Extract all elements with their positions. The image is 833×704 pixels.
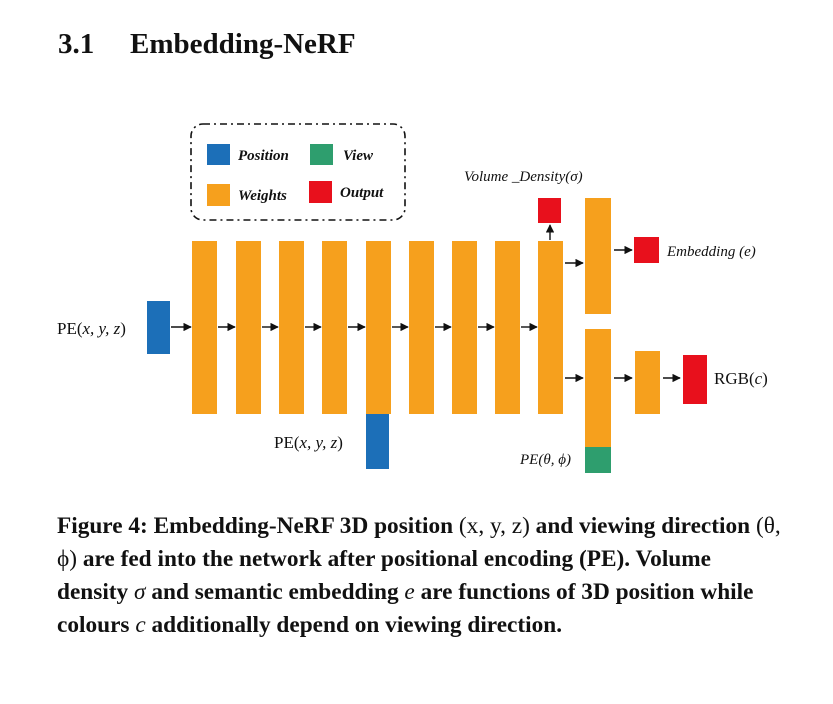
input-pe-label: PE(x, y, z) <box>57 319 126 338</box>
legend: Position View Weights Output <box>190 123 406 221</box>
skip-pe-label: PE(x, y, z) <box>274 433 343 452</box>
legend-swatch-output <box>309 181 332 203</box>
mlp-layer-9 <box>538 241 563 414</box>
mlp-layer-4 <box>322 241 347 414</box>
mlp-layer-6 <box>409 241 434 414</box>
mlp-layer-1 <box>192 241 217 414</box>
section-heading: 3.1 Embedding-NeRF <box>58 28 356 61</box>
mlp-layer-8 <box>495 241 520 414</box>
mlp-layer-5 <box>366 241 391 414</box>
legend-label-output: Output <box>340 185 384 201</box>
legend-label-weights: Weights <box>238 188 287 204</box>
color-hidden-layer <box>635 351 660 414</box>
view-pe-label: PE(θ, ϕ) <box>519 452 571 468</box>
embedding-branch-layer <box>585 198 611 314</box>
network-diagram: Position View Weights Output PE(x, y, z)… <box>57 123 768 473</box>
legend-border <box>190 123 406 221</box>
legend-label-view: View <box>343 148 374 164</box>
mlp-layer-7 <box>452 241 477 414</box>
embedding-label: Embedding (e) <box>666 244 756 260</box>
legend-swatch-view <box>310 144 333 165</box>
mlp-layer-2 <box>236 241 261 414</box>
mlp-layers <box>192 241 563 414</box>
color-branch-layer <box>585 329 611 447</box>
skip-position-block <box>366 414 389 469</box>
legend-swatch-position <box>207 144 230 165</box>
legend-label-position: Position <box>238 148 289 164</box>
mlp-layer-3 <box>279 241 304 414</box>
input-position-block <box>147 301 170 354</box>
view-direction-block <box>585 447 611 473</box>
embedding-output-block <box>634 237 659 263</box>
section-title: Embedding-NeRF <box>130 28 356 60</box>
figure-caption: Figure 4: Embedding-NeRF 3D position (x,… <box>57 513 781 638</box>
legend-swatch-weights <box>207 184 230 206</box>
rgb-output-block <box>683 355 707 404</box>
volume-density-label: Volume _Density(σ) <box>464 169 583 185</box>
section-number: 3.1 <box>58 28 95 60</box>
rgb-label: RGB(c) <box>714 369 768 388</box>
density-output-block <box>538 198 561 223</box>
